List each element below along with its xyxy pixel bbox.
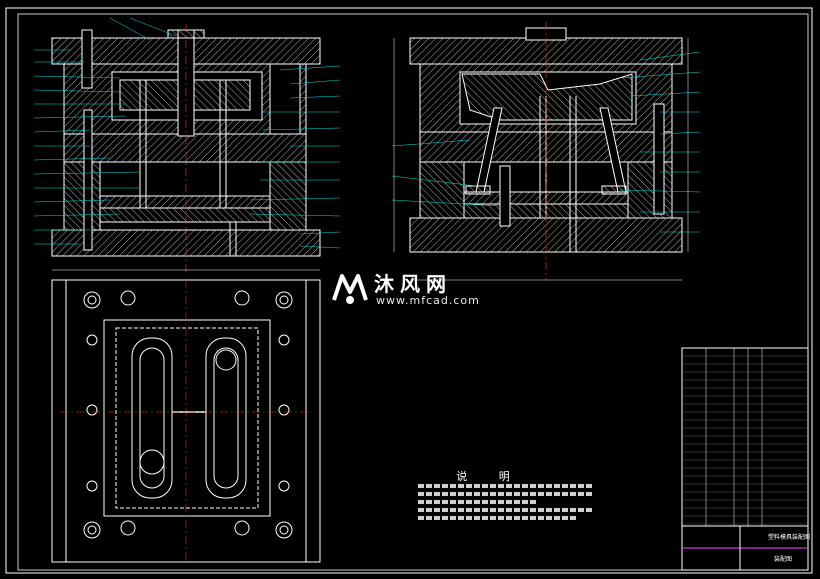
watermark: 沐风网 www.mfcad.com [330, 268, 495, 310]
sheet-label: 装配图 [774, 556, 793, 563]
watermark-name: 沐风网 [374, 272, 452, 296]
drawing-title: 塑料模具装配图 [768, 534, 811, 541]
watermark-url: www.mfcad.com [376, 294, 480, 307]
notes-title: 说 明 [456, 470, 524, 483]
title-block-rows [682, 355, 808, 525]
front-section-view [33, 17, 341, 272]
plan-view [51, 279, 321, 563]
outer-border [5, 7, 813, 574]
mfcad-logo-icon [332, 274, 368, 304]
side-section-view [391, 22, 701, 281]
inner-border [17, 13, 809, 571]
title-block [681, 347, 809, 571]
